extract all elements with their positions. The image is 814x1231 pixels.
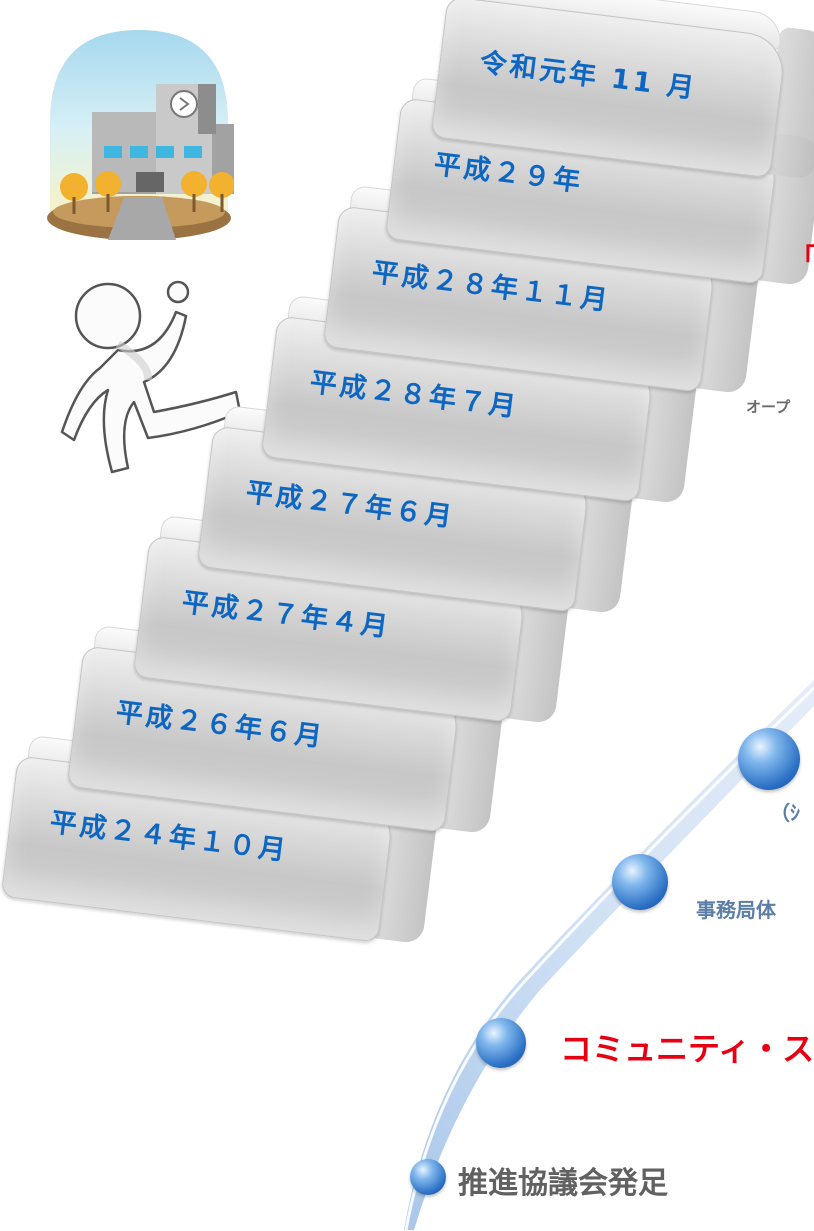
timeline-ball-icon <box>410 1159 446 1195</box>
event-community-school: コミュニティ・ス <box>560 1030 814 1068</box>
school-building-icon <box>47 30 234 240</box>
event-council: 推進協議会発足 <box>458 1166 668 1201</box>
event-open-gray: オープ <box>746 398 791 416</box>
timeline-ball-icon <box>612 854 668 910</box>
event-bracket-red: 「 <box>790 244 814 274</box>
event-secretariat: 事務局体 <box>696 898 776 922</box>
running-figure-icon <box>60 280 242 474</box>
timeline-ball-icon <box>476 1018 526 1068</box>
timeline-ball-icon <box>738 728 800 790</box>
event-paren-gray: （ｼ <box>770 801 800 825</box>
